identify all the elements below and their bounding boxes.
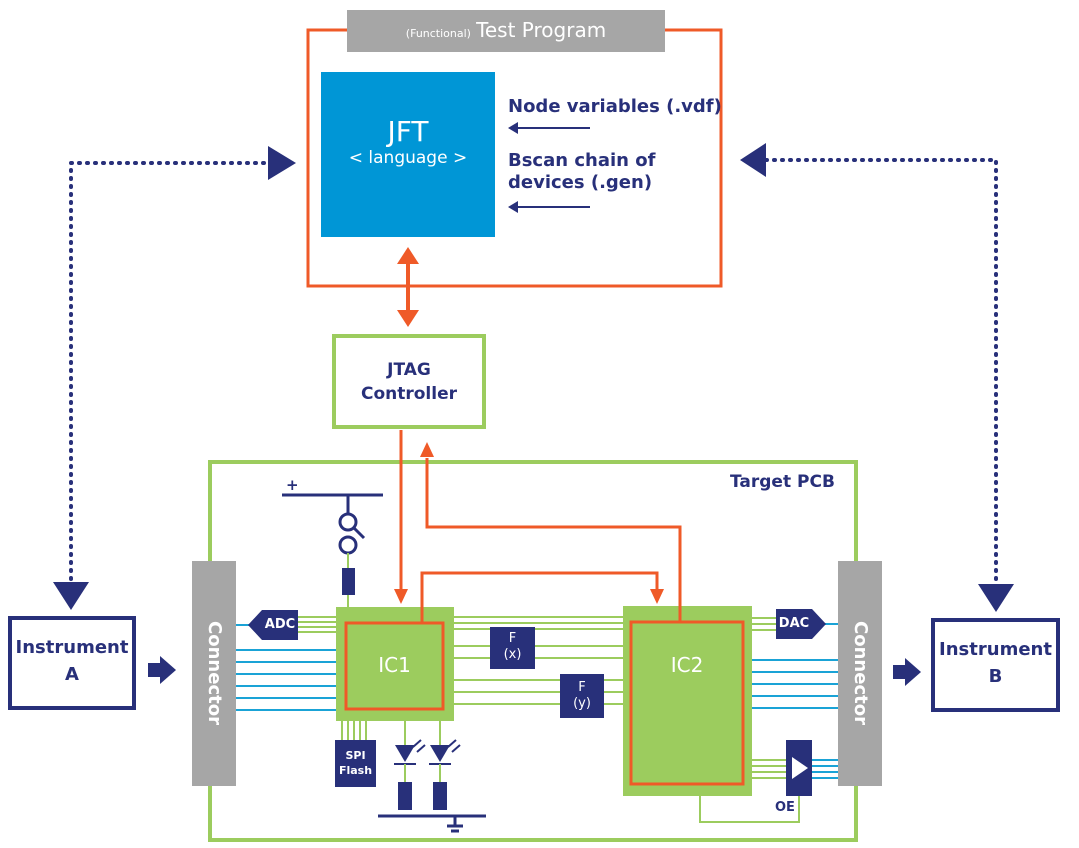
power-plus-label: + [286,476,299,494]
fy-label-line1: F [578,680,586,695]
target-pcb-label: Target PCB [730,472,835,492]
dotted-link-right [764,158,998,586]
right-connector-label: Connector [850,621,871,725]
instrument-a-label-line1: Instrument [15,637,129,658]
test-program-title: (Functional) Test Program [347,20,665,40]
ic2-bscan-ring [629,620,745,786]
test-program-prefix: (Functional) [405,27,471,40]
ic1-label: IC1 [378,653,411,677]
jtag-controller-box [332,334,486,429]
instrument-b-label-line1: Instrument [939,639,1052,660]
left-connector-label: Connector [204,621,225,725]
oe-control-line [699,796,800,823]
ic2-chip [623,606,752,796]
fx-block [490,627,535,669]
led-2 [429,739,461,810]
dotted-link-left [69,161,282,584]
node-variables-label: Node variables (.vdf) [508,96,722,117]
instrument-a-to-connector-arrow [148,656,176,684]
jtag-scan-chain [399,430,682,623]
ic2-right-traces [752,617,786,779]
fy-label-line2: (y) [573,696,591,711]
connector-to-instrument-b-arrow [893,658,921,686]
jft-subtitle: < language > [348,148,468,168]
pullup-resistor [342,568,355,595]
power-rail [282,493,383,555]
instrument-b-box [931,618,1060,712]
adc-label: ADC [264,617,296,632]
spi-flash-label-line1: SPI [345,749,366,762]
bscan-chain-label-line2: devices (.gen) [508,172,653,193]
left-traces [236,624,336,711]
test-program-title-bar [347,10,665,52]
jtag-label-line1: JTAG [387,360,431,380]
right-connector [838,561,882,786]
fy-block [560,674,604,718]
test-program-label: Test Program [476,18,607,42]
ic2-label: IC2 [670,653,704,677]
adc-block [248,610,298,640]
fx-label-line1: F [508,631,517,646]
instrument-a-box [8,616,136,710]
spi-flash-label-line2: Flash [338,764,373,777]
dac-block [776,609,826,639]
bscan-chain-label-line1: Bscan chain of [508,150,656,171]
bscan-arrow [508,201,590,213]
dac-label: DAC [778,616,810,631]
ground-rail [378,814,486,833]
ic1-bscan-ring [344,621,445,711]
oe-label: OE [775,800,795,815]
left-connector [192,561,236,786]
led-1 [394,739,426,810]
instrument-a-label-line2: A [65,664,79,685]
adc-ic1-traces [298,616,336,633]
instrument-b-label-line2: B [988,666,1003,687]
ic1-chip [336,607,454,721]
ic1-ic2-traces [454,616,624,705]
jft-box [321,72,495,237]
program-jtag-arrow [397,247,419,327]
jft-title: JFT [387,115,429,148]
fx-label-line2: (x) [503,647,522,662]
spi-flash-block [335,740,376,787]
node-vars-arrow [508,122,590,134]
jtag-label-line2: Controller [360,384,457,404]
